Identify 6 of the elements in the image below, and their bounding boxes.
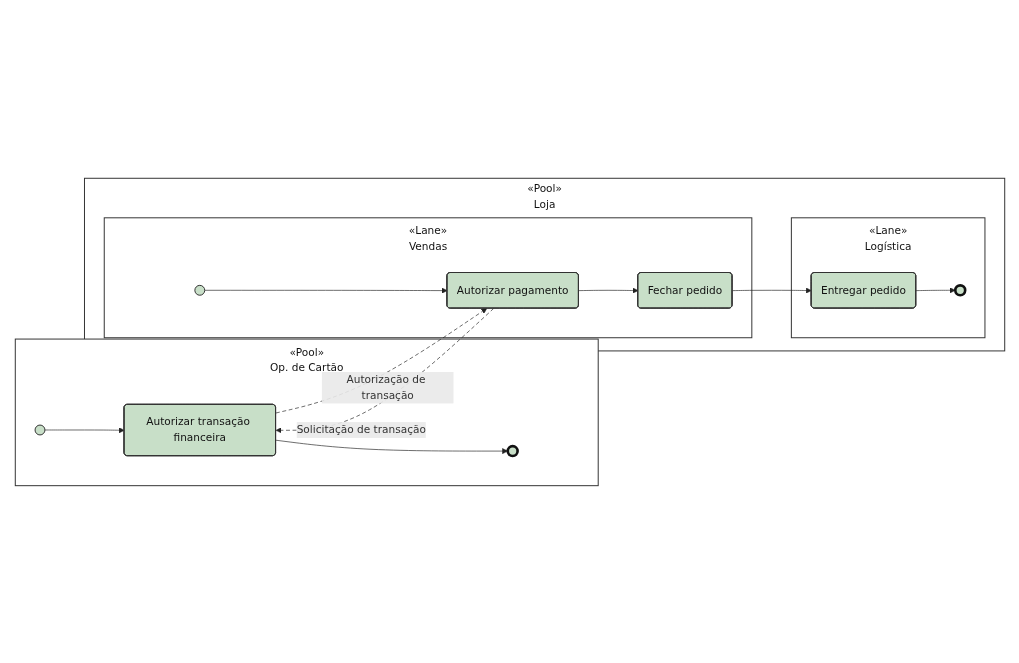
- node-circle: [505, 444, 519, 457]
- node-circle: [34, 424, 45, 435]
- edge-label: Autorização de transação: [346, 372, 426, 402]
- node-circle: [193, 284, 205, 296]
- node-circle: [953, 283, 966, 297]
- edge-label: Solicitação de transação: [296, 422, 426, 436]
